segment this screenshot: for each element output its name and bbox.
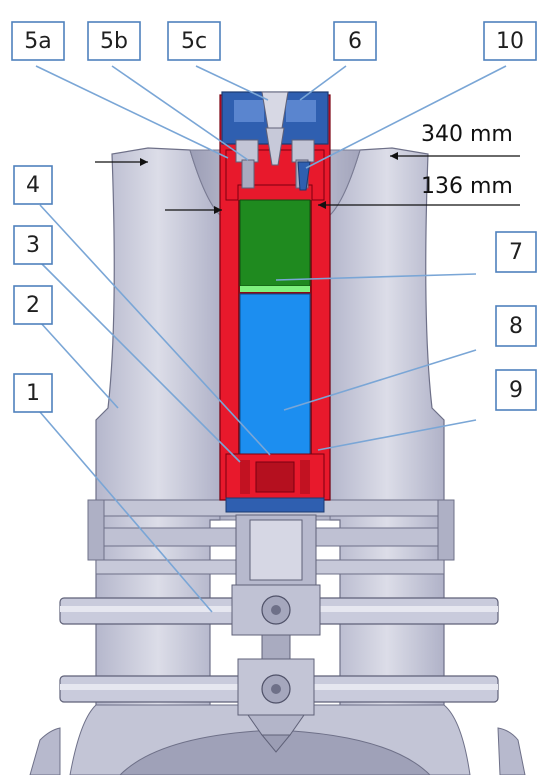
leader-lines bbox=[35, 65, 507, 613]
callout-2: 2 bbox=[13, 285, 53, 325]
dimension-outer-label: 340 mm bbox=[421, 122, 513, 147]
core-assembly bbox=[219, 91, 331, 513]
svg-text:4: 4 bbox=[26, 173, 40, 198]
callout-3: 3 bbox=[13, 225, 53, 265]
callout-6: 6 bbox=[333, 21, 377, 61]
callout-1: 1 bbox=[13, 373, 53, 413]
callout-5c: 5c bbox=[167, 21, 221, 61]
svg-text:5b: 5b bbox=[100, 29, 128, 54]
svg-text:6: 6 bbox=[348, 29, 362, 54]
svg-text:10: 10 bbox=[496, 29, 524, 54]
svg-text:7: 7 bbox=[509, 240, 523, 265]
svg-text:9: 9 bbox=[509, 378, 523, 403]
svg-text:3: 3 bbox=[26, 233, 40, 258]
dimension-inner-label: 136 mm bbox=[421, 174, 513, 199]
callout-8: 8 bbox=[495, 305, 537, 347]
svg-text:8: 8 bbox=[509, 314, 523, 339]
svg-text:5c: 5c bbox=[181, 29, 207, 54]
svg-text:1: 1 bbox=[26, 381, 40, 406]
callout-5a: 5a bbox=[11, 21, 65, 61]
callout-7: 7 bbox=[495, 231, 537, 273]
callout-9: 9 bbox=[495, 369, 537, 411]
central-shaft bbox=[231, 514, 321, 753]
callout-10: 10 bbox=[483, 21, 537, 61]
callout-5b: 5b bbox=[87, 21, 141, 61]
callout-4: 4 bbox=[13, 165, 53, 205]
svg-text:2: 2 bbox=[26, 293, 40, 318]
dimension-lines bbox=[95, 152, 520, 214]
svg-text:5a: 5a bbox=[24, 29, 51, 54]
